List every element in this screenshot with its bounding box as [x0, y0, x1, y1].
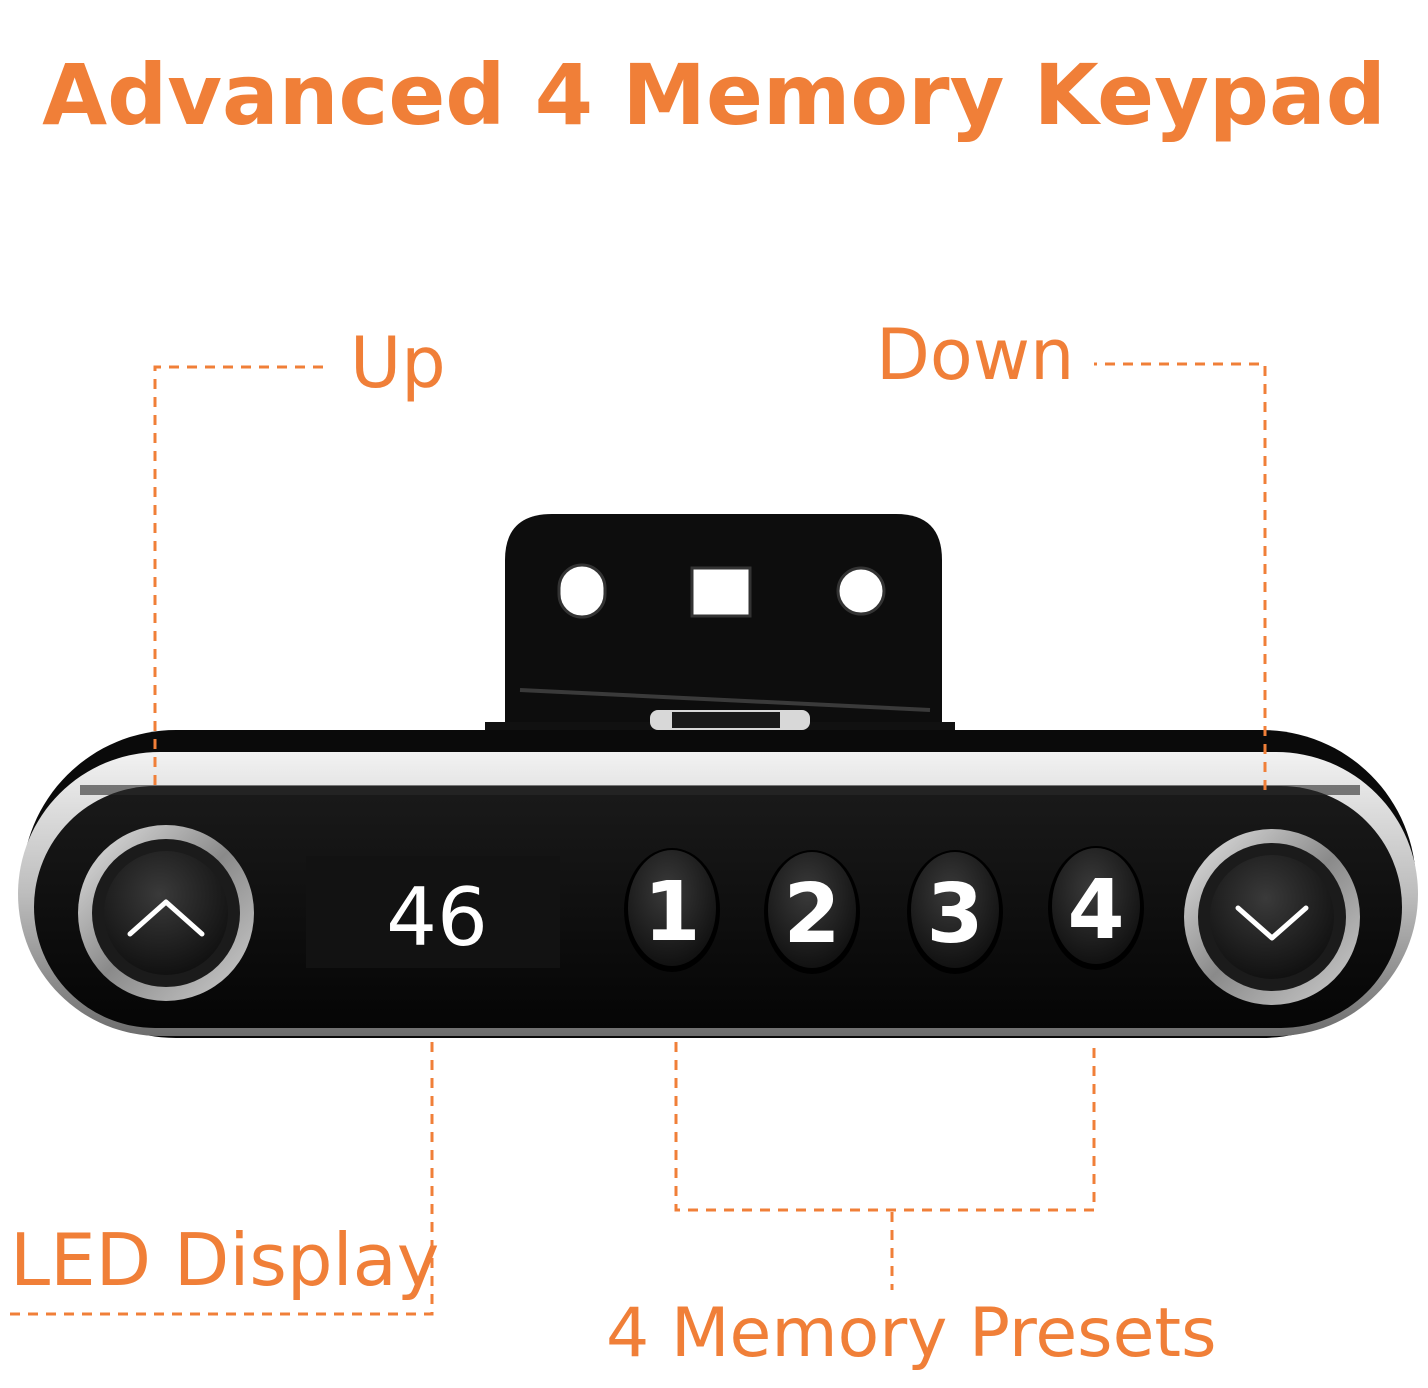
led-display-label: LED Display	[10, 1218, 440, 1302]
presets-callout-line	[674, 1042, 1096, 1212]
down-label: Down	[876, 314, 1075, 396]
up-label: Up	[350, 322, 446, 404]
mounting-bracket	[485, 514, 955, 745]
led-callout-line	[8, 1042, 434, 1316]
memory-presets-label: 4 Memory Presets	[606, 1294, 1217, 1373]
preset-label-4: 4	[1067, 863, 1124, 958]
chevron-down-icon	[1235, 905, 1309, 941]
memory-preset-button-3[interactable]: 3	[907, 850, 1003, 974]
callout-lines	[8, 362, 1267, 1316]
memory-preset-button-4[interactable]: 4	[1048, 846, 1144, 970]
preset-label-1: 1	[643, 865, 700, 960]
chevron-up-icon	[127, 899, 205, 937]
down-callout-line	[1094, 362, 1267, 790]
memory-preset-button-2[interactable]: 2	[764, 850, 860, 974]
page-title: Advanced 4 Memory Keypad	[42, 46, 1386, 144]
up-callout-line	[153, 365, 330, 785]
preset-label-2: 2	[783, 867, 840, 962]
down-button[interactable]	[1184, 829, 1360, 1005]
preset-label-3: 3	[926, 867, 983, 962]
led-display: 46	[306, 856, 560, 968]
up-button[interactable]	[78, 825, 254, 1001]
led-display-value: 46	[386, 871, 488, 964]
memory-preset-button-1[interactable]: 1	[624, 848, 720, 972]
